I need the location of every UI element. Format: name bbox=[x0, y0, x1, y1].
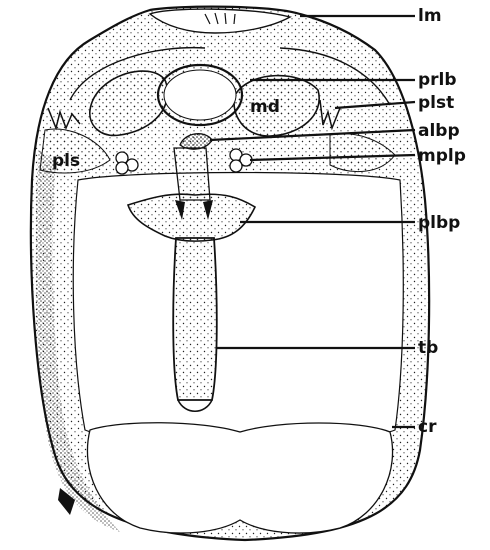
median-plate-left bbox=[116, 162, 128, 174]
stalk-upper bbox=[174, 148, 210, 200]
label-tb: tb bbox=[418, 338, 438, 358]
lower-lobe bbox=[87, 423, 392, 533]
label-prlb: prlb bbox=[418, 70, 457, 90]
oral-cone-inner bbox=[164, 70, 236, 120]
label-md: md bbox=[250, 97, 280, 117]
label-albp: albp bbox=[418, 121, 460, 141]
label-plbp: plbp bbox=[418, 213, 460, 233]
tube bbox=[173, 238, 217, 400]
label-mplp: mplp bbox=[418, 146, 466, 166]
label-cr: cr bbox=[418, 417, 437, 437]
label-plst: plst bbox=[418, 93, 454, 113]
median-plate-right bbox=[230, 160, 242, 172]
label-pls: pls bbox=[52, 151, 80, 171]
label-lm: lm bbox=[418, 6, 442, 26]
